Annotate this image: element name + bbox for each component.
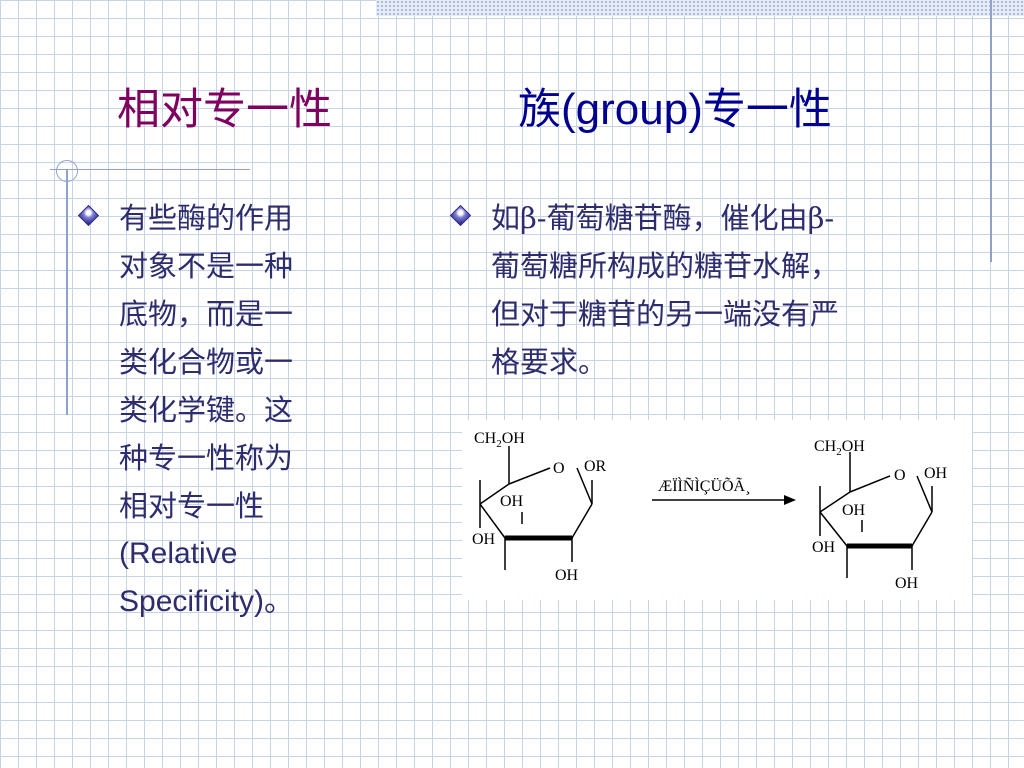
top-decorative-band bbox=[376, 0, 1024, 16]
reactant-oh-left: OH bbox=[472, 531, 496, 548]
title-right-latin: (group) bbox=[561, 85, 703, 134]
left-line: 种专一性称为 bbox=[119, 441, 294, 475]
right-bullet-text: 如β-葡萄糖苷酶，催化由β- 葡萄糖所构成的糖苷水解， 但对于糖苷的另一端没有严… bbox=[491, 194, 970, 386]
reactant-ch2oh-label: CH2OH bbox=[474, 430, 525, 450]
reactant-oh-inner: OH bbox=[500, 493, 524, 510]
title-right-prefix: 族 bbox=[518, 85, 561, 135]
right-decorative-rule bbox=[990, 0, 992, 262]
glycoside-hydrolysis-scheme: CH2OH O OR OH OH OH ÆÏÌÑÌÇÜÕÃ¸ CH2OH O O… bbox=[462, 420, 972, 600]
right-line: 葡萄糖所构成的糖苷水解， bbox=[491, 249, 840, 283]
product-oh-inner: OH bbox=[842, 502, 866, 519]
left-line: 类化合物或一 bbox=[119, 345, 294, 379]
decorative-circle bbox=[56, 160, 78, 182]
product-oh-bottom: OH bbox=[895, 575, 919, 592]
left-line: 底物，而是一 bbox=[119, 297, 294, 331]
title-right-suffix: 专一性 bbox=[702, 85, 832, 135]
reactant-anomeric-or: OR bbox=[584, 458, 607, 475]
left-bullet-text: 有些酶的作用 对象不是一种 底物，而是一 类化合物或一 类化学键。这 种专一性称… bbox=[119, 194, 360, 626]
reactant-ring-oxygen: O bbox=[553, 460, 565, 477]
title-group-specificity: 族(group)专一性 bbox=[518, 82, 832, 138]
left-line: 有些酶的作用 bbox=[119, 201, 294, 235]
right-line: 格要求。 bbox=[491, 345, 608, 379]
left-latin-line: (Relative bbox=[119, 537, 238, 570]
left-line: 类化学键。这 bbox=[119, 393, 294, 427]
diamond-bullet-icon bbox=[449, 204, 472, 227]
left-latin-line: Specificity)。 bbox=[119, 585, 295, 618]
right-line: 但对于糖苷的另一端没有严 bbox=[491, 297, 840, 331]
reactant-structure bbox=[479, 446, 593, 570]
product-ring-oxygen: O bbox=[894, 467, 906, 484]
product-structure bbox=[819, 452, 933, 578]
title-relative-specificity: 相对专一性 bbox=[117, 85, 332, 135]
reactant-oh-bottom: OH bbox=[555, 567, 579, 584]
reaction-arrow-label: ÆÏÌÑÌÇÜÕÃ¸ bbox=[658, 476, 750, 495]
horizontal-decorative-rule bbox=[50, 169, 250, 170]
left-bullet: 有些酶的作用 对象不是一种 底物，而是一 类化合物或一 类化学键。这 种专一性称… bbox=[77, 194, 360, 626]
right-bullet: 如β-葡萄糖苷酶，催化由β- 葡萄糖所构成的糖苷水解， 但对于糖苷的另一端没有严… bbox=[449, 194, 970, 386]
product-anomeric-oh: OH bbox=[924, 465, 948, 482]
product-oh-left: OH bbox=[812, 539, 836, 556]
reaction-arrow-head-icon bbox=[784, 495, 796, 505]
left-decorative-rule bbox=[66, 170, 68, 415]
right-line: 如β-葡萄糖苷酶，催化由β- bbox=[491, 201, 835, 235]
left-line: 相对专一性 bbox=[119, 489, 265, 523]
left-line: 对象不是一种 bbox=[119, 249, 294, 283]
diamond-bullet-icon bbox=[77, 204, 100, 227]
product-ch2oh-label: CH2OH bbox=[814, 438, 865, 458]
